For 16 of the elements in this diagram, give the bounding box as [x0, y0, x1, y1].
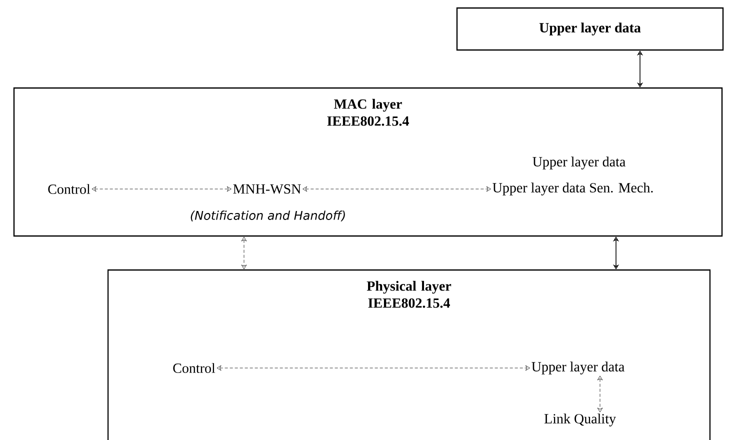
- arrow: [92, 186, 232, 192]
- component-text: Link Quality: [544, 414, 616, 426]
- note-text: (Notification and Handoff): [190, 210, 345, 222]
- arrow: [597, 376, 603, 412]
- component-text: Upper layer data Sen. Mech.: [492, 182, 653, 196]
- component-text: Control: [48, 184, 90, 194]
- component-text: MNH-WSN: [233, 184, 301, 194]
- component-text: Upper layer data: [532, 362, 624, 374]
- arrow: [612, 236, 620, 270]
- arrow: [241, 236, 247, 270]
- arrow: [636, 50, 644, 88]
- arrow: [302, 186, 491, 192]
- data-label: Upper layer data: [532, 156, 626, 170]
- arrow: [216, 365, 530, 371]
- layer-box: Upper layer data: [456, 7, 724, 51]
- component-text: Control: [173, 363, 216, 373]
